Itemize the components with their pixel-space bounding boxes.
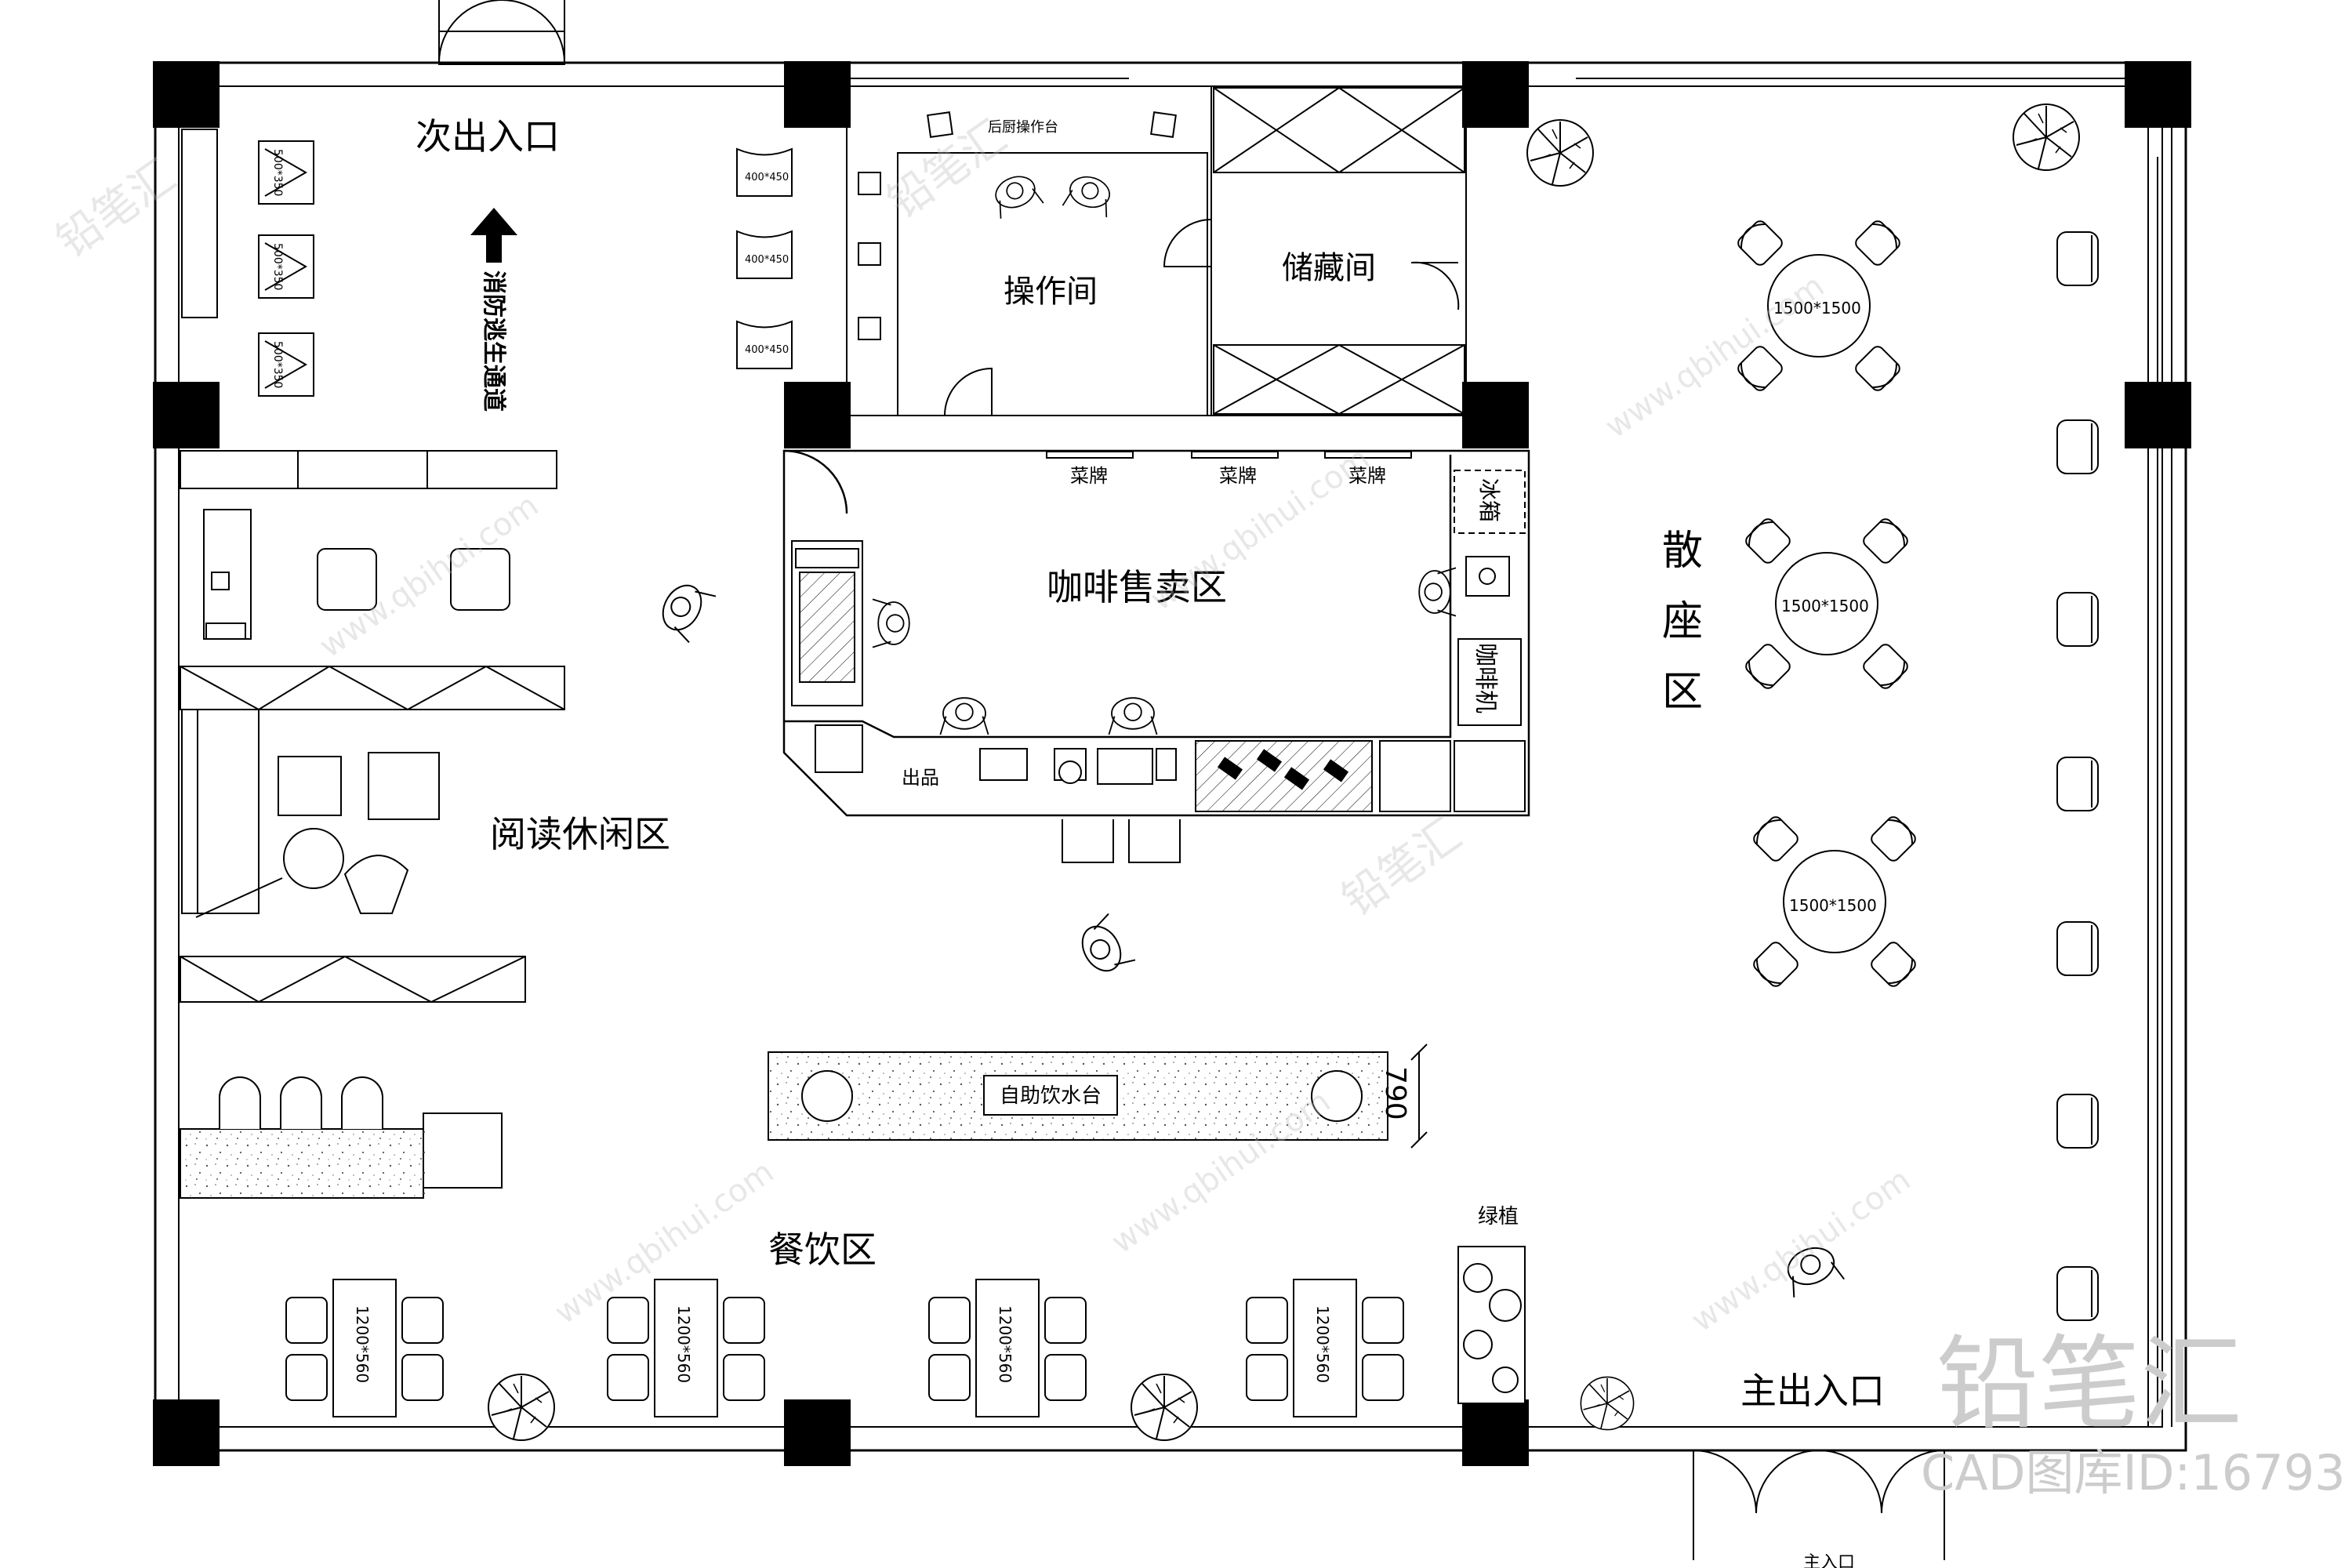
left-cabinets <box>181 129 314 397</box>
window-side-chairs <box>2056 231 2099 1321</box>
window-frame-right <box>2157 125 2172 1427</box>
scattered-seating-label-3: 区 <box>1662 669 1703 716</box>
operation-staff <box>988 169 1116 220</box>
dining-table-dimensions: 1200*560 1200*560 1200*560 1200*560 <box>353 1305 1332 1383</box>
svg-text:1500*1500: 1500*1500 <box>1789 896 1877 915</box>
counter-texture <box>182 1129 425 1198</box>
svg-text:500*350: 500*350 <box>271 149 284 196</box>
menu-boards <box>1046 451 1412 459</box>
svg-text:1200*560: 1200*560 <box>353 1305 372 1383</box>
svg-text:1200*560: 1200*560 <box>1313 1305 1332 1383</box>
water-counter <box>768 1051 1388 1141</box>
svg-text:菜牌: 菜牌 <box>1219 465 1257 487</box>
svg-text:1500*1500: 1500*1500 <box>1781 597 1869 615</box>
watermark-brand-large: 铅笔汇 <box>1936 1324 2242 1443</box>
dining-tables <box>332 1279 1357 1417</box>
self-service-water-label: 自助饮水台 <box>1000 1084 1102 1108</box>
storage-shelves <box>1213 86 1465 416</box>
round-tables <box>1767 254 1886 953</box>
fire-escape-arrow <box>470 208 517 263</box>
fridge-label: 冰箱 <box>1476 478 1502 522</box>
structural-columns <box>153 61 2191 1466</box>
back-kitchen-counter-label: 后厨操作台 <box>988 119 1058 136</box>
svg-text:www.qbihui.com: www.qbihui.com <box>1685 1162 1917 1339</box>
stool-dimensions: 400*450 400*450 400*450 <box>745 172 789 356</box>
fire-escape-label: 消防逃生通道 <box>480 270 507 412</box>
counter-dimension <box>1410 1044 1428 1149</box>
svg-text:1500*1500: 1500*1500 <box>1773 299 1861 318</box>
coffee-machine-label: 咖啡机 <box>1472 643 1499 713</box>
dining-label: 餐饮区 <box>768 1229 877 1271</box>
hatched-machine-icons <box>1217 749 1349 790</box>
svg-text:铅笔汇: 铅笔汇 <box>48 151 185 268</box>
coffee-sales-label: 咖啡售卖区 <box>1047 566 1227 608</box>
scattered-seating-label-2: 座 <box>1662 598 1703 645</box>
svg-text:1200*560: 1200*560 <box>674 1305 693 1383</box>
output-label: 出品 <box>902 767 939 789</box>
dining-chairs <box>285 1297 1404 1401</box>
counter-depth-label: 790 <box>1379 1066 1411 1120</box>
main-entrance-bottom-label: 主入口 <box>1803 1553 1855 1568</box>
secondary-entrance-label: 次出入口 <box>416 115 560 158</box>
back-kitchen-stools <box>858 111 1177 340</box>
watermark-cad-id: CAD图库ID:16793 <box>1921 1444 2346 1501</box>
svg-text:500*350: 500*350 <box>271 243 284 290</box>
secondary-entrance-doors <box>438 0 565 65</box>
green-plant-box <box>1457 1246 1526 1404</box>
reading-lounge-label: 阅读休闲区 <box>490 813 670 855</box>
operation-room-label: 操作间 <box>1004 274 1098 310</box>
cabinet-dimensions: 500*350 500*350 500*350 <box>271 149 284 388</box>
left-stools <box>736 147 793 369</box>
svg-text:菜牌: 菜牌 <box>1348 465 1386 487</box>
coffee-equipment <box>791 470 1526 812</box>
svg-text:菜牌: 菜牌 <box>1070 465 1108 487</box>
main-entrance-label: 主出入口 <box>1740 1370 1885 1412</box>
operation-room-walls <box>846 85 1467 416</box>
storage-room-label: 储藏间 <box>1282 250 1376 286</box>
svg-text:www.qbihui.com: www.qbihui.com <box>1144 441 1376 618</box>
svg-text:400*450: 400*450 <box>745 172 789 183</box>
scattered-seating-label-1: 散 <box>1662 528 1703 575</box>
bar-stools-left <box>219 1076 383 1129</box>
svg-text:1200*560: 1200*560 <box>996 1305 1014 1383</box>
menu-labels: 菜牌 菜牌 菜牌 <box>1070 465 1386 487</box>
svg-text:www.qbihui.com: www.qbihui.com <box>1599 268 1831 445</box>
svg-text:400*450: 400*450 <box>745 344 789 356</box>
svg-text:400*450: 400*450 <box>745 254 789 266</box>
svg-text:铅笔汇: 铅笔汇 <box>1334 809 1471 927</box>
upper-partition-shelves <box>180 450 557 489</box>
bar-stools-coffee <box>1062 819 1181 863</box>
green-plants-label: 绿植 <box>1478 1205 1519 1229</box>
watermark-sites: www.qbihui.com www.qbihui.com www.qbihui… <box>313 268 1917 1339</box>
round-table-dimensions: 1500*1500 1500*1500 1500*1500 <box>1773 299 1877 915</box>
main-entrance-doors <box>1693 1450 1945 1560</box>
svg-text:500*350: 500*350 <box>271 341 284 388</box>
